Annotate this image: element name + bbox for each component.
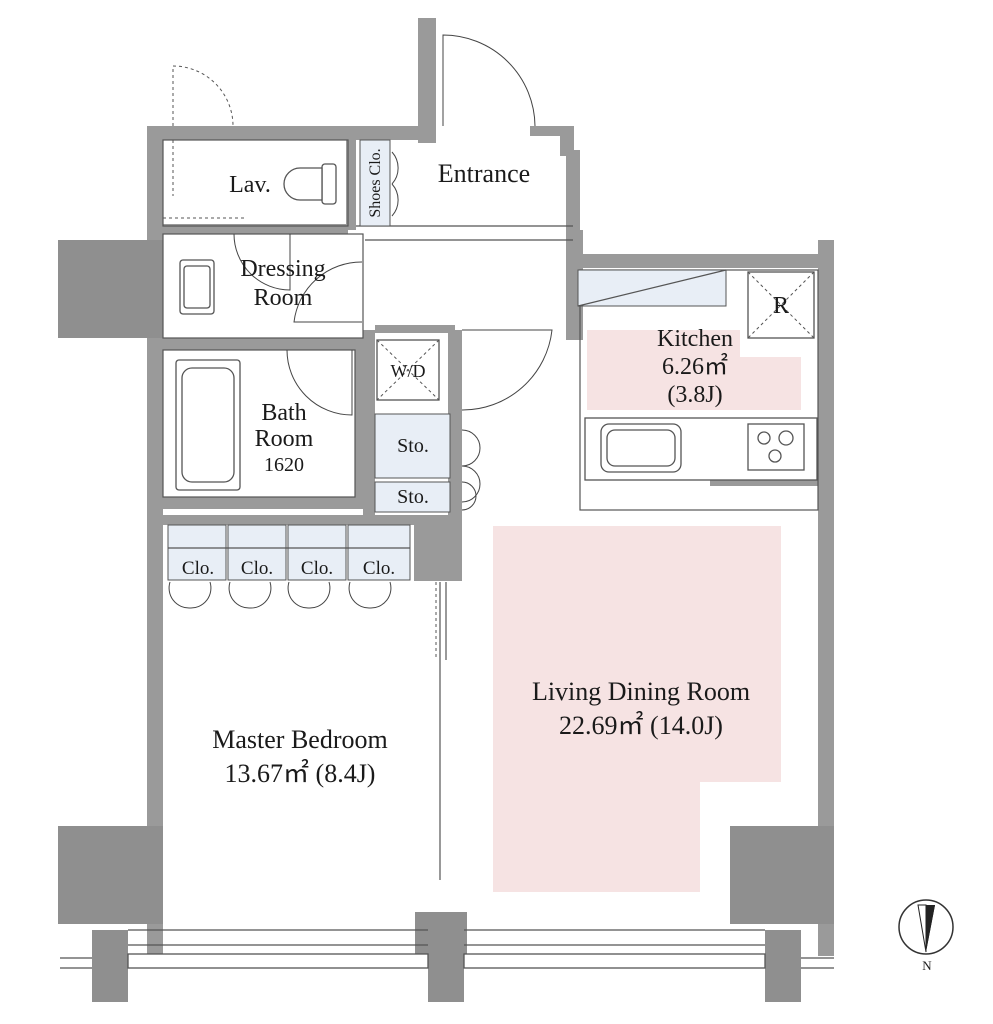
washer-dryer-box <box>376 339 440 401</box>
bathtub-icon <box>175 359 241 491</box>
bath-room-label-1: Bath <box>261 400 306 426</box>
closet-label: Clo. <box>241 558 273 579</box>
washbasin-icon <box>179 259 215 315</box>
washer-dryer-label: W/D <box>391 361 426 381</box>
closet-label: Clo. <box>363 558 395 579</box>
kitchen-jo-label: (3.8J) <box>667 382 722 408</box>
kitchen-cabinet <box>577 269 727 307</box>
doors <box>163 34 553 880</box>
storage-box-lower <box>374 481 451 513</box>
kitchen-sink-icon <box>600 423 682 473</box>
north-compass-icon: N <box>898 899 954 973</box>
storage-label-lower: Sto. <box>397 486 429 508</box>
stove-icon <box>747 423 805 471</box>
dressing-room-label-1: Dressing <box>240 256 325 282</box>
shoes-closet-label: Shoes Clo. <box>367 148 384 217</box>
master-bedroom-label: Master Bedroom <box>212 725 387 754</box>
living-dining-area-label: 22.69㎡ (14.0J) <box>559 711 723 740</box>
lav-label: Lav. <box>229 172 271 198</box>
refrigerator-label: R <box>773 293 789 319</box>
interior-walls <box>163 138 818 581</box>
bath-room-label-2: Room <box>255 426 314 452</box>
master-bedroom-area-label: 13.67㎡ (8.4J) <box>225 759 376 788</box>
storage-box-upper <box>374 413 451 479</box>
dressing-room-label-2: Room <box>254 285 313 311</box>
refrigerator-box <box>747 271 815 339</box>
closet-row <box>167 524 411 581</box>
living-dining-label: Living Dining Room <box>532 677 750 706</box>
room-labels: Lav. Shoes Clo. Entrance Dressing Room B… <box>182 148 789 788</box>
kitchen-highlight <box>587 330 801 410</box>
toilet-icon <box>283 163 337 205</box>
compass-north-label: N <box>922 958 932 973</box>
living-highlight <box>493 526 781 892</box>
bath-size-label: 1620 <box>264 454 304 476</box>
entrance-label: Entrance <box>438 159 530 188</box>
balcony <box>60 929 834 969</box>
fixtures <box>167 139 818 581</box>
kitchen-label: Kitchen <box>657 326 733 352</box>
kitchen-area-label: 6.26㎡ <box>662 353 728 380</box>
shoes-closet-box <box>359 139 391 227</box>
closet-label: Clo. <box>182 558 214 579</box>
closet-label: Clo. <box>301 558 333 579</box>
storage-label-upper: Sto. <box>397 435 429 457</box>
